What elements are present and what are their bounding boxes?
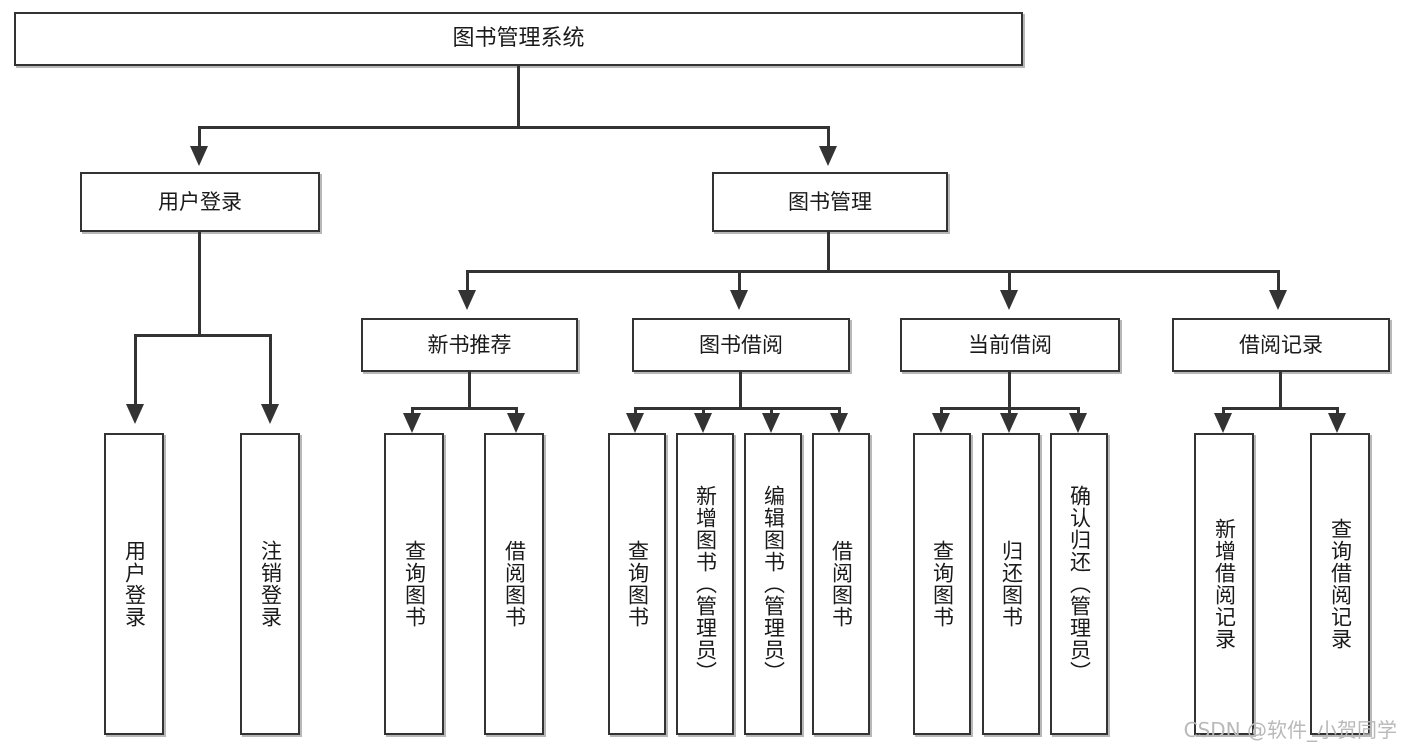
node-label: 新增借阅记录 <box>1212 518 1237 650</box>
leaf-current-borrow-query-book[interactable]: 查询图书 <box>913 433 971 735</box>
connector-br-stem <box>1279 372 1282 410</box>
node-label: 当前借阅 <box>968 332 1052 357</box>
arrow-bm-to-new-book <box>458 290 476 310</box>
node-label: 新增图书（管理员） <box>693 485 718 683</box>
connector-user-login-to-leaf-2 <box>269 334 272 406</box>
connector-bm-to-new-book <box>466 270 469 292</box>
connector-root-to-user-login <box>198 126 201 148</box>
connector-bb-stem <box>739 372 742 410</box>
connector-bb-bus <box>634 407 841 410</box>
node-current-borrow[interactable]: 当前借阅 <box>900 318 1120 372</box>
leaf-new-book-borrow-book[interactable]: 借阅图书 <box>484 433 544 735</box>
arrow-br-to-leaf-2 <box>1328 413 1346 433</box>
arrow-bb-to-leaf-4 <box>830 413 848 433</box>
node-label: 借阅图书 <box>502 540 527 628</box>
connector-bm-to-book-borrow <box>738 270 741 292</box>
leaf-current-borrow-confirm-return-admin[interactable]: 确认归还（管理员） <box>1050 433 1108 735</box>
node-label: 编辑图书（管理员） <box>761 485 786 683</box>
leaf-book-borrow-edit-book-admin[interactable]: 编辑图书（管理员） <box>744 433 802 735</box>
arrow-bb-to-leaf-1 <box>626 413 644 433</box>
leaf-current-borrow-return-book[interactable]: 归还图书 <box>982 433 1040 735</box>
node-label: 查询图书 <box>625 540 650 628</box>
connector-book-management-bus <box>466 270 1280 273</box>
connector-root-to-book-management <box>827 126 830 148</box>
connector-nbr-to-leaf-2 <box>515 407 518 415</box>
leaf-user-login-login[interactable]: 用户登录 <box>104 433 164 735</box>
node-label: 图书管理 <box>788 189 872 214</box>
connector-bb-to-leaf-4 <box>838 407 841 415</box>
node-user-login[interactable]: 用户登录 <box>80 172 320 232</box>
node-label: 用户登录 <box>158 189 242 214</box>
connector-bb-to-leaf-3 <box>770 407 773 415</box>
watermark: CSDN @软件_小贺同学 <box>1183 718 1397 742</box>
connector-book-management-stem <box>827 232 830 272</box>
connector-root-stem <box>517 66 520 128</box>
node-label: 查询图书 <box>930 540 955 628</box>
connector-user-login-to-leaf-1 <box>134 334 137 406</box>
node-label: 查询借阅记录 <box>1328 518 1353 650</box>
connector-cb-stem <box>1008 372 1011 410</box>
arrow-user-login-to-leaf-2 <box>261 404 279 424</box>
leaf-new-book-query-book[interactable]: 查询图书 <box>384 433 444 735</box>
leaf-book-borrow-query-book[interactable]: 查询图书 <box>608 433 666 735</box>
connector-br-bus <box>1222 407 1339 410</box>
leaf-borrow-record-add-record[interactable]: 新增借阅记录 <box>1194 433 1254 735</box>
arrow-bb-to-leaf-3 <box>762 413 780 433</box>
arrow-cb-to-leaf-3 <box>1069 413 1087 433</box>
node-label: 查询图书 <box>402 540 427 628</box>
node-new-book-recommend[interactable]: 新书推荐 <box>361 318 578 372</box>
arrow-bb-to-leaf-2 <box>694 413 712 433</box>
connector-nbr-bus <box>411 407 518 410</box>
connector-br-to-leaf-2 <box>1336 407 1339 415</box>
node-label: 归还图书 <box>999 540 1024 628</box>
connector-bb-to-leaf-2 <box>702 407 705 415</box>
arrow-bm-to-borrow-record <box>1269 290 1287 310</box>
arrow-bm-to-book-borrow <box>730 290 748 310</box>
node-label: 用户登录 <box>122 540 147 628</box>
connector-bb-to-leaf-1 <box>634 407 637 415</box>
arrow-nbr-to-leaf-2 <box>507 413 525 433</box>
arrow-bm-to-current-borrow <box>1000 290 1018 310</box>
arrow-nbr-to-leaf-1 <box>403 413 421 433</box>
connector-br-to-leaf-1 <box>1222 407 1225 415</box>
connector-cb-to-leaf-2 <box>1008 407 1011 415</box>
leaf-book-borrow-add-book-admin[interactable]: 新增图书（管理员） <box>676 433 734 735</box>
node-label: 借阅图书 <box>829 540 854 628</box>
arrow-user-login-to-leaf-1 <box>126 404 144 424</box>
arrow-cb-to-leaf-1 <box>932 413 950 433</box>
leaf-borrow-record-query-record[interactable]: 查询借阅记录 <box>1310 433 1370 735</box>
connector-cb-to-leaf-3 <box>1077 407 1080 415</box>
connector-bm-to-borrow-record <box>1277 270 1280 292</box>
node-borrow-record[interactable]: 借阅记录 <box>1172 318 1390 372</box>
leaf-user-login-logout[interactable]: 注销登录 <box>240 433 300 735</box>
connector-nbr-to-leaf-1 <box>411 407 414 415</box>
node-label: 注销登录 <box>258 540 283 628</box>
node-label: 新书推荐 <box>427 332 512 357</box>
connector-nbr-stem <box>468 372 471 410</box>
node-label: 确认归还（管理员） <box>1067 485 1092 683</box>
arrow-cb-to-leaf-2 <box>1000 413 1018 433</box>
arrow-br-to-leaf-1 <box>1214 413 1232 433</box>
node-label: 图书管理系统 <box>452 26 585 52</box>
connector-user-login-stem <box>198 232 201 336</box>
arrow-root-to-book-management <box>819 146 837 166</box>
node-label: 图书借阅 <box>699 332 783 357</box>
connector-user-login-bus <box>134 334 272 337</box>
leaf-book-borrow-borrow-book[interactable]: 借阅图书 <box>812 433 870 735</box>
connector-cb-to-leaf-1 <box>940 407 943 415</box>
arrow-root-to-user-login <box>190 146 208 166</box>
node-book-management[interactable]: 图书管理 <box>712 172 948 232</box>
node-book-borrow[interactable]: 图书借阅 <box>632 318 850 372</box>
node-book-management-system[interactable]: 图书管理系统 <box>14 12 1023 66</box>
connector-bm-to-current-borrow <box>1008 270 1011 292</box>
node-label: 借阅记录 <box>1239 332 1323 357</box>
connector-root-bus <box>198 126 830 129</box>
